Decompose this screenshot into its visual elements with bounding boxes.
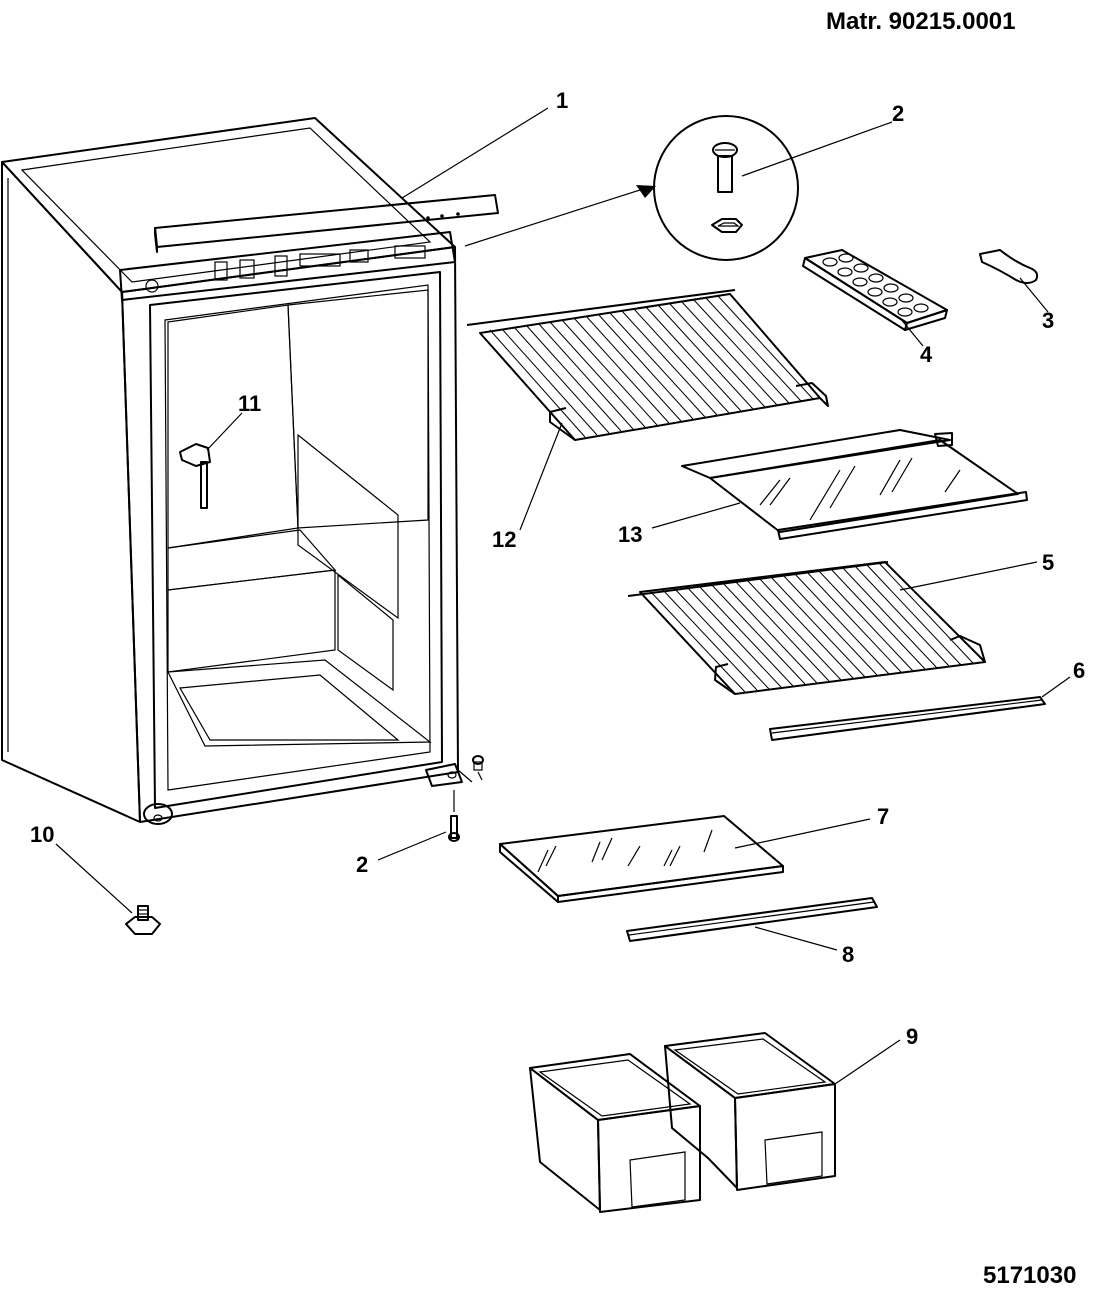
trim-strip-upper [769,696,1046,741]
adjustable-foot [125,905,161,935]
crisper-glass-cover [499,815,784,903]
callout-13: 13 [618,522,642,547]
callout-12: 12 [492,527,516,552]
glass-shelf-framed [681,429,1028,540]
drawing-number: 5171030 [983,1262,1077,1289]
callout-1: 1 [556,88,568,113]
callout-2-bottom: 2 [356,852,368,877]
ice-tray [802,249,948,331]
callout-labels: 1 2 3 4 11 12 13 5 6 10 2 7 8 9 [30,88,1085,1049]
thermostat-knob [179,443,211,509]
callout-2-top: 2 [892,101,904,126]
callout-3: 3 [1042,308,1054,333]
wire-shelf-upper [466,289,829,441]
callout-6: 6 [1073,658,1085,683]
wire-shelf-lower [627,561,986,695]
callout-11: 11 [238,391,261,416]
trim-strip-lower [626,897,878,942]
callout-4: 4 [920,342,933,367]
crisper-drawer-left [529,1053,701,1213]
callout-9: 9 [906,1024,918,1049]
material-number: Matr. 90215.0001 [826,8,1016,35]
leader-lines [55,107,1071,1085]
ice-scraper [979,249,1039,284]
screw-detail-circle [636,115,799,261]
callout-7: 7 [877,804,889,829]
hinge-screws [448,755,484,842]
crisper-drawer-right [664,1032,836,1191]
fridge-cabinet [1,117,463,825]
callout-8: 8 [842,942,854,967]
callout-10: 10 [30,822,54,847]
callout-5: 5 [1042,550,1054,575]
top-cover-strip [154,194,499,253]
